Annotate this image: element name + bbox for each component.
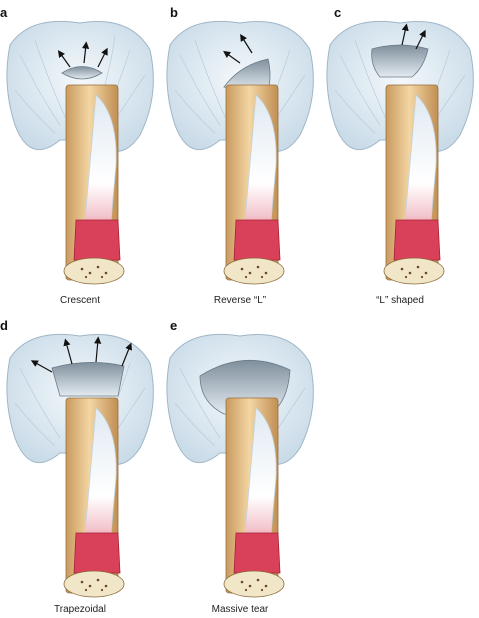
shoulder-illustration [160,5,320,295]
panel-b: b Reverse “L” [160,5,320,305]
shoulder-illustration [160,318,320,608]
tear-defect [52,362,124,396]
panel-d: d Trapezoidal [0,318,160,618]
panel-caption: Reverse “L” [160,295,320,306]
panel-e: e Massive tear [160,318,320,618]
panel-caption: Trapezoidal [0,604,160,615]
shoulder-illustration [0,5,160,295]
panel-caption: Massive tear [160,604,320,615]
panel-caption: Crescent [0,295,160,306]
panel-a: a Crescent [0,5,160,305]
shoulder-illustration [320,5,479,295]
shoulder-illustration [0,318,160,608]
panel-caption: “L” shaped [320,295,479,306]
panel-c: c “L” shaped [320,5,479,305]
